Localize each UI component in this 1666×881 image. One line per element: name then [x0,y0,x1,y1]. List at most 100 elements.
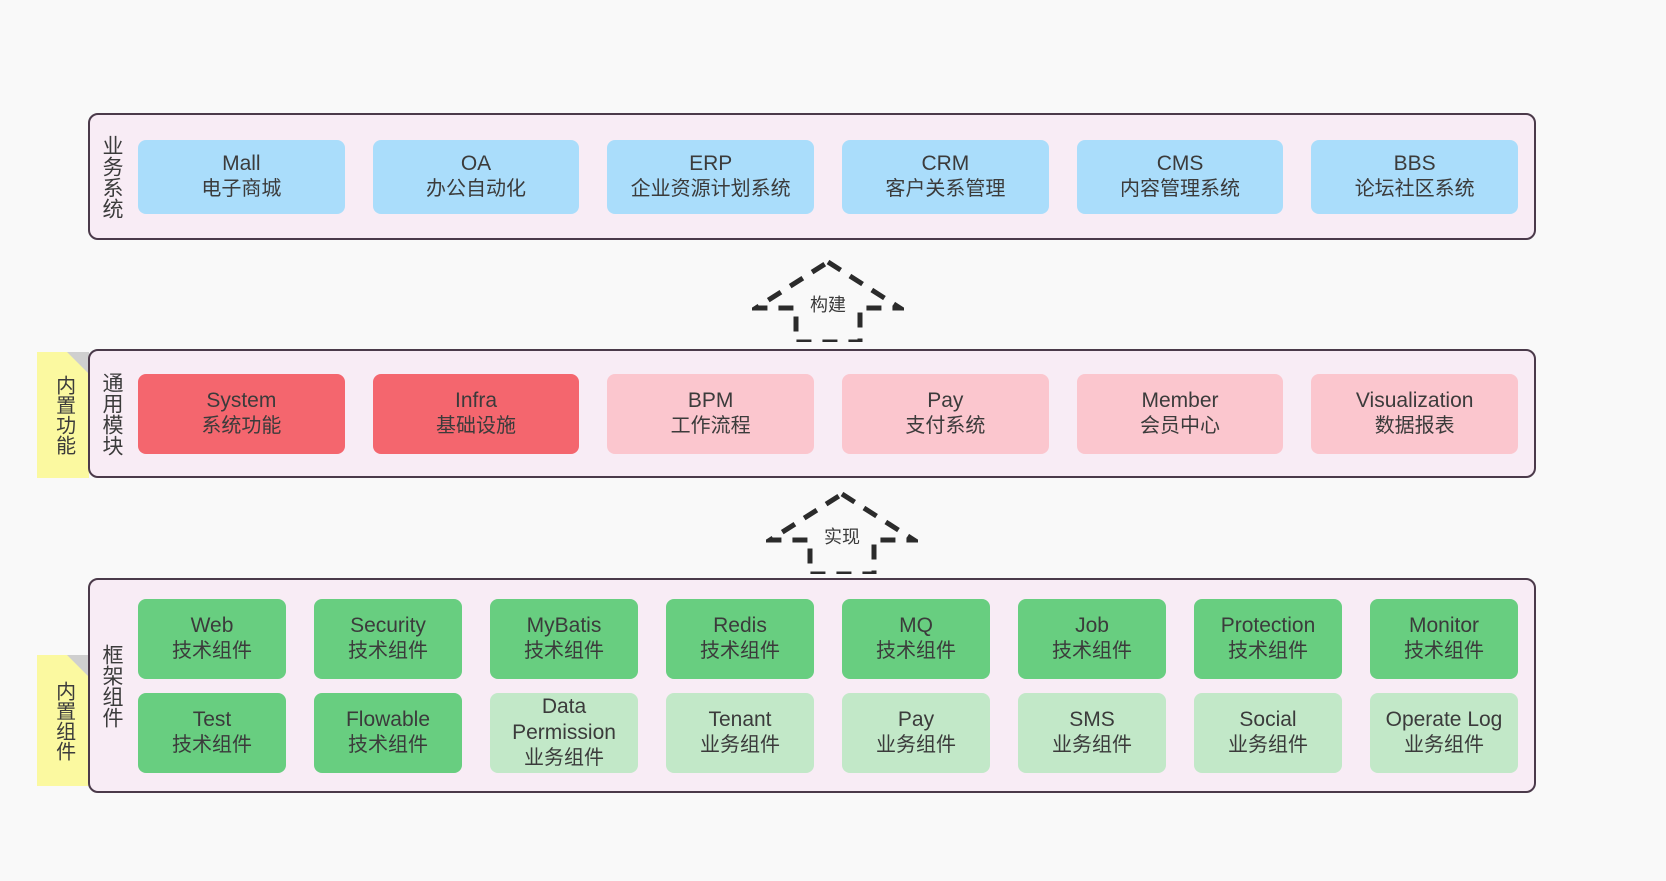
card-operate-log[interactable]: Operate Log 业务组件 [1370,692,1518,773]
arrow-build: 构建 [747,258,909,345]
card-subtitle: 客户关系管理 [885,178,1006,201]
card-subtitle: 业务组件 [1228,734,1308,757]
business-card-row: Mall 电子商城 OA 办公自动化 ERP 企业资源计划系统 CRM 客户关系… [138,139,1519,214]
card-bpm[interactable]: BPM 工作流程 [607,373,815,454]
card-title: Job [1075,613,1109,637]
sticky-note-builtin-components: 内置组件 [37,655,89,786]
card-subtitle: 技术组件 [1052,640,1132,663]
sticky-fold-corner-icon [67,655,89,677]
card-subtitle: 业务组件 [700,734,780,757]
card-bbs[interactable]: BBS 论坛社区系统 [1311,139,1519,214]
card-subtitle: 业务组件 [1404,734,1484,757]
common-cards-container: System 系统功能 Infra 基础设施 BPM 工作流程 Pay 支付系统… [132,351,1534,476]
card-social[interactable]: Social 业务组件 [1194,692,1342,773]
card-subtitle: 支付系统 [905,415,986,438]
card-mall[interactable]: Mall 电子商城 [138,139,345,214]
card-web[interactable]: Web 技术组件 [138,598,286,679]
card-security[interactable]: Security 技术组件 [314,598,462,679]
card-protection[interactable]: Protection 技术组件 [1194,598,1342,679]
card-title: SMS [1069,707,1115,731]
card-title: Mall [222,151,261,175]
card-title: CRM [921,151,970,175]
card-subtitle: 内容管理系统 [1120,178,1241,201]
card-title: Web [190,613,234,637]
card-title: System [206,388,277,412]
card-infra[interactable]: Infra 基础设施 [372,373,580,454]
card-subtitle: 业务组件 [1052,734,1132,757]
layer-label-business: 业务系统 [99,134,123,219]
card-pay-component[interactable]: Pay 业务组件 [842,692,990,773]
card-subtitle: 电子商城 [201,178,282,201]
card-title: Flowable [345,707,431,731]
card-title: ERP [689,151,733,175]
card-title: CMS [1156,151,1204,175]
card-subtitle: 技术组件 [1404,640,1484,663]
card-flowable[interactable]: Flowable 技术组件 [314,692,462,773]
card-title: OA [460,151,492,175]
arrow-implement-label: 实现 [824,527,860,547]
card-test[interactable]: Test 技术组件 [138,692,286,773]
card-title: Social [1239,707,1297,731]
card-oa[interactable]: OA 办公自动化 [372,139,580,214]
card-system[interactable]: System 系统功能 [138,373,345,454]
card-monitor[interactable]: Monitor 技术组件 [1370,598,1518,679]
card-tenant[interactable]: Tenant 业务组件 [666,692,814,773]
card-subtitle: 技术组件 [524,640,604,663]
card-subtitle: 工作流程 [670,415,751,438]
card-title: BBS [1393,151,1436,175]
layer-label-common: 通用模块 [99,371,123,456]
card-cms[interactable]: CMS 内容管理系统 [1076,139,1284,214]
card-sms[interactable]: SMS 业务组件 [1018,692,1166,773]
card-subtitle: 论坛社区系统 [1354,178,1475,201]
card-member[interactable]: Member 会员中心 [1076,373,1284,454]
sticky-note-label: 内置组件 [52,680,75,761]
card-pay[interactable]: Pay 支付系统 [842,373,1049,454]
card-subtitle: 业务组件 [876,734,956,757]
card-subtitle: 数据报表 [1374,415,1455,438]
common-card-row: System 系统功能 Infra 基础设施 BPM 工作流程 Pay 支付系统… [138,373,1519,454]
card-mq[interactable]: MQ 技术组件 [842,598,990,679]
card-crm[interactable]: CRM 客户关系管理 [842,139,1049,214]
layer-business-systems: 业务系统 Mall 电子商城 OA 办公自动化 ERP 企业资源计划系统 CRM… [88,113,1536,240]
card-title: Data Permission [512,694,616,744]
card-subtitle: 技术组件 [348,734,428,757]
framework-card-row-business: Test 技术组件 Flowable 技术组件 Data Permission … [138,692,1518,773]
card-title: Pay [897,707,935,731]
card-subtitle: 系统功能 [201,415,282,438]
card-subtitle: 技术组件 [876,640,956,663]
card-title: MyBatis [526,613,602,637]
card-title: Tenant [708,707,772,731]
card-job[interactable]: Job 技术组件 [1018,598,1166,679]
framework-card-row-tech: Web 技术组件 Security 技术组件 MyBatis 技术组件 Redi… [138,598,1518,679]
card-subtitle: 会员中心 [1140,415,1221,438]
card-subtitle: 基础设施 [436,415,516,438]
sticky-fold-corner-icon [67,352,89,374]
card-subtitle: 企业资源计划系统 [630,178,791,201]
layer-label-framework: 框架组件 [99,643,123,728]
sticky-note-label: 内置功能 [52,375,75,455]
card-title: Protection [1220,613,1316,637]
card-subtitle: 技术组件 [172,640,252,663]
framework-cards-container: Web 技术组件 Security 技术组件 MyBatis 技术组件 Redi… [132,580,1534,791]
layer-framework-components: 框架组件 Web 技术组件 Security 技术组件 MyBatis 技术组件… [88,578,1536,793]
layer-common-modules: 通用模块 System 系统功能 Infra 基础设施 BPM 工作流程 Pay… [88,349,1536,478]
card-mybatis[interactable]: MyBatis 技术组件 [490,598,638,679]
card-subtitle: 技术组件 [1228,640,1308,663]
card-title: Test [192,707,232,731]
card-redis[interactable]: Redis 技术组件 [666,598,814,679]
card-erp[interactable]: ERP 企业资源计划系统 [607,139,815,214]
card-subtitle: 技术组件 [700,640,780,663]
card-title: BPM [687,388,734,412]
card-title: Operate Log [1385,707,1503,731]
card-subtitle: 技术组件 [348,640,428,663]
arrow-implement: 实现 [761,490,923,577]
business-cards-container: Mall 电子商城 OA 办公自动化 ERP 企业资源计划系统 CRM 客户关系… [132,115,1534,238]
card-subtitle: 业务组件 [524,747,604,770]
card-title: MQ [899,613,933,637]
card-title: Redis [713,613,767,637]
card-data-permission[interactable]: Data Permission 业务组件 [490,692,638,773]
card-visualization[interactable]: Visualization 数据报表 [1311,373,1519,454]
sticky-note-builtin-features: 内置功能 [37,352,89,478]
card-subtitle: 办公自动化 [426,178,526,201]
card-title: Infra [454,388,498,412]
